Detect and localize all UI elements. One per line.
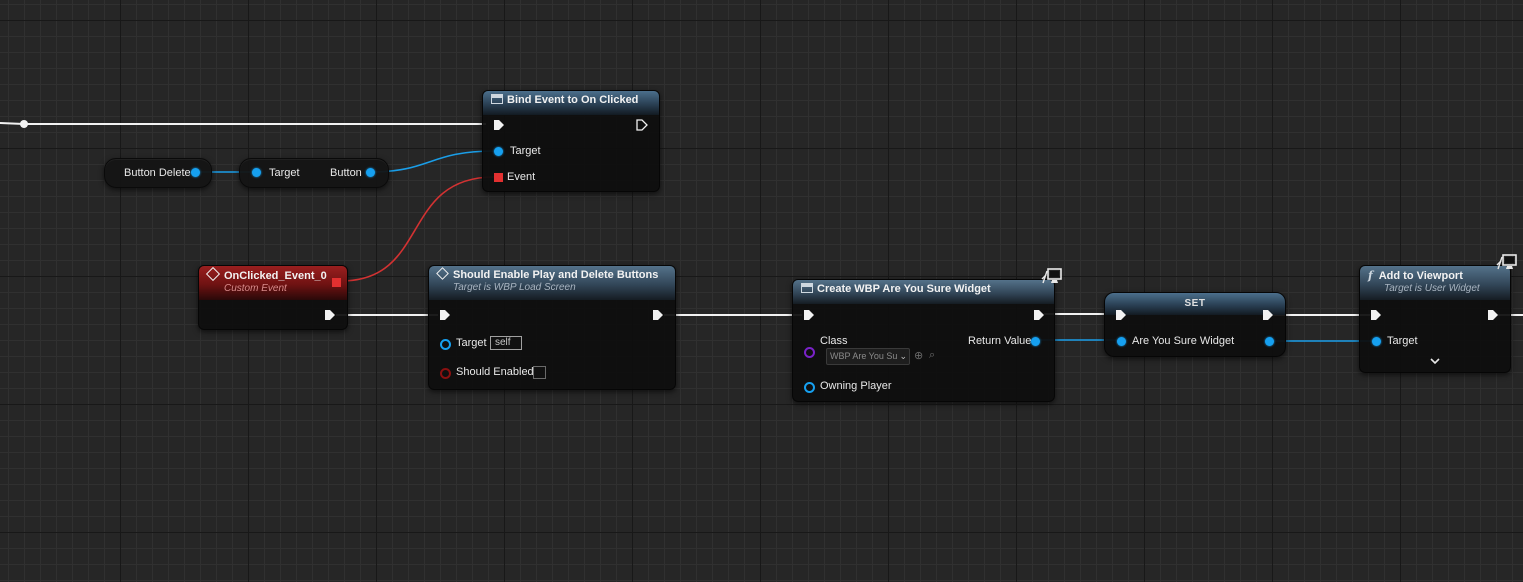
add-to-viewport-exec-out-pin[interactable] bbox=[1487, 309, 1499, 321]
function-window-icon bbox=[801, 283, 813, 293]
function-diamond-icon bbox=[436, 267, 449, 280]
object-wire-button-target bbox=[370, 150, 495, 173]
should-enable-target-label: Target bbox=[456, 337, 487, 349]
bind-event-title: Bind Event to On Clicked bbox=[507, 94, 639, 106]
f-icon: f bbox=[1368, 269, 1373, 282]
class-dropdown[interactable]: WBP Are You Su⌄ bbox=[826, 348, 910, 365]
should-enable-target-pin[interactable] bbox=[440, 339, 451, 350]
should-enabled-pin[interactable] bbox=[440, 368, 451, 379]
create-widget-exec-out-pin[interactable] bbox=[1033, 309, 1045, 321]
set-exec-out-pin[interactable] bbox=[1262, 309, 1274, 321]
set-variable-node[interactable]: SET Are You Sure Widget bbox=[1104, 292, 1286, 357]
add-to-viewport-node[interactable]: f Add to Viewport Target is User Widget T… bbox=[1359, 265, 1511, 373]
should-enable-subtitle: Target is WBP Load Screen bbox=[453, 282, 576, 293]
should-enable-title: Should Enable Play and Delete Buttons bbox=[436, 267, 667, 281]
create-widget-node[interactable]: Create WBP Are You Sure Widget Class WBP… bbox=[792, 279, 1055, 402]
custom-event-node[interactable]: OnClicked_Event_0 Custom Event bbox=[198, 265, 348, 330]
add-to-viewport-target-label: Target bbox=[1387, 335, 1418, 347]
add-to-viewport-title: f Add to Viewport bbox=[1368, 269, 1502, 282]
event-diamond-icon bbox=[205, 266, 221, 282]
event-delegate-pin[interactable] bbox=[494, 173, 503, 182]
return-value-label: Return Value bbox=[968, 335, 1032, 347]
button-delete-label: Button Delete bbox=[124, 167, 191, 179]
chevron-down-icon: ⌄ bbox=[899, 351, 907, 361]
add-to-viewport-exec-in-pin[interactable] bbox=[1370, 309, 1382, 321]
get-button-target-pin[interactable] bbox=[252, 168, 261, 177]
should-enable-exec-in-pin[interactable] bbox=[439, 309, 451, 321]
bind-event-node[interactable]: Bind Event to On Clicked Target Event bbox=[482, 90, 660, 192]
exec-in-pin[interactable] bbox=[493, 119, 505, 131]
owning-player-pin[interactable] bbox=[804, 382, 815, 393]
return-value-pin[interactable] bbox=[1031, 337, 1040, 346]
get-button-output-pin[interactable] bbox=[366, 168, 375, 177]
set-variable-label: Are You Sure Widget bbox=[1132, 335, 1235, 347]
class-dropdown-value: WBP Are You Su bbox=[830, 351, 898, 361]
create-widget-header[interactable]: Create WBP Are You Sure Widget bbox=[793, 280, 1054, 304]
add-to-viewport-header[interactable]: f Add to Viewport Target is User Widget bbox=[1360, 266, 1510, 300]
set-header: SET bbox=[1105, 293, 1285, 315]
custom-event-delegate-pin[interactable] bbox=[332, 278, 341, 287]
client-only-monitor-icon-2 bbox=[1496, 254, 1517, 270]
get-button-target-label: Target bbox=[269, 167, 300, 179]
should-enabled-checkbox[interactable] bbox=[533, 366, 546, 379]
get-button-output-label: Button bbox=[330, 167, 362, 179]
custom-event-header[interactable]: OnClicked_Event_0 Custom Event bbox=[199, 266, 347, 300]
custom-event-exec-out-pin[interactable] bbox=[324, 309, 336, 321]
set-value-out-pin[interactable] bbox=[1265, 337, 1274, 346]
target-self-field[interactable]: self bbox=[490, 336, 522, 350]
wire-reroute-knot bbox=[20, 120, 28, 128]
get-button-node[interactable]: Target Button bbox=[239, 158, 389, 188]
expand-advanced-chevron-icon[interactable] bbox=[1430, 358, 1440, 365]
should-enable-title-text: Should Enable Play and Delete Buttons bbox=[453, 269, 659, 281]
should-enabled-label: Should Enabled bbox=[456, 366, 534, 378]
class-pin[interactable] bbox=[804, 347, 815, 358]
bind-event-header[interactable]: Bind Event to On Clicked bbox=[483, 91, 659, 115]
should-enable-node[interactable]: Should Enable Play and Delete Buttons Ta… bbox=[428, 265, 676, 390]
client-only-monitor-icon bbox=[1041, 268, 1062, 284]
custom-event-title: OnClicked_Event_0 bbox=[205, 266, 339, 282]
create-widget-exec-in-pin[interactable] bbox=[803, 309, 815, 321]
add-to-viewport-subtitle: Target is User Widget bbox=[1384, 283, 1480, 294]
event-pin-label: Event bbox=[507, 171, 536, 183]
class-pin-label: Class bbox=[820, 335, 848, 347]
owning-player-label: Owning Player bbox=[820, 380, 892, 392]
use-selected-asset-icon[interactable]: ⊕ bbox=[914, 350, 924, 362]
browse-asset-search-icon[interactable]: ⌕ bbox=[929, 349, 936, 361]
add-to-viewport-target-pin[interactable] bbox=[1372, 337, 1381, 346]
exec-wire-bind-event bbox=[0, 122, 486, 125]
set-value-in-pin[interactable] bbox=[1117, 337, 1126, 346]
target-pin[interactable] bbox=[494, 147, 503, 156]
exec-out-pin[interactable] bbox=[636, 119, 648, 131]
add-to-viewport-title-text: Add to Viewport bbox=[1378, 270, 1463, 282]
target-pin-label: Target bbox=[510, 145, 541, 157]
should-enable-header[interactable]: Should Enable Play and Delete Buttons Ta… bbox=[429, 266, 675, 300]
button-delete-out-pin[interactable] bbox=[191, 168, 200, 177]
should-enable-exec-out-pin[interactable] bbox=[652, 309, 664, 321]
function-window-icon bbox=[491, 94, 503, 104]
custom-event-subtitle: Custom Event bbox=[224, 283, 287, 294]
set-exec-in-pin[interactable] bbox=[1115, 309, 1127, 321]
create-widget-title: Create WBP Are You Sure Widget bbox=[817, 283, 991, 295]
button-delete-variable-node[interactable]: Button Delete bbox=[104, 158, 212, 188]
custom-event-title-text: OnClicked_Event_0 bbox=[224, 270, 327, 282]
